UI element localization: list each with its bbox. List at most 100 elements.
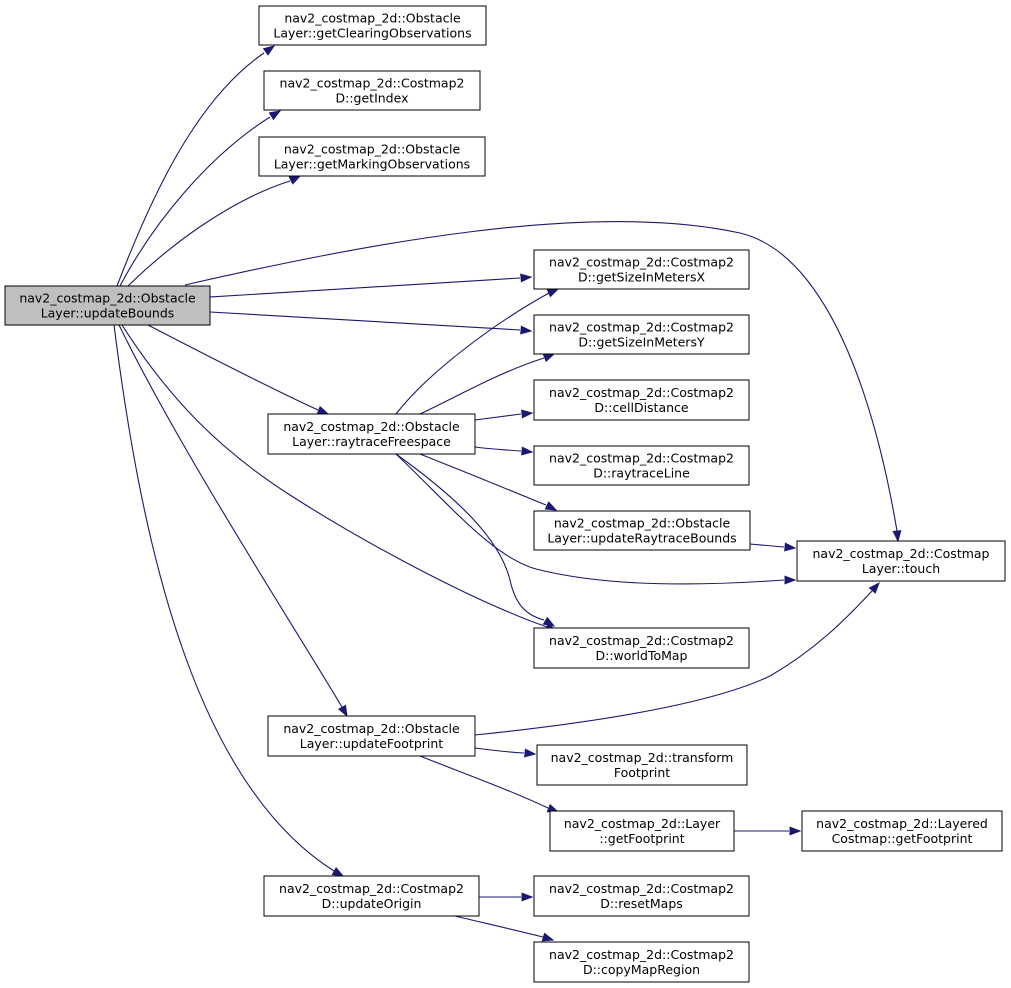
arrowhead-touch bbox=[784, 542, 797, 552]
arrowhead-updateOrigin bbox=[331, 866, 345, 877]
edge-updateRaytraceBounds-to-touch bbox=[749, 543, 785, 548]
arrowhead-getSizeInMetersY bbox=[542, 353, 556, 363]
arrowhead-copyMapRegion bbox=[541, 932, 555, 942]
node-box bbox=[258, 5, 487, 46]
node-label-line2: Layer::updateFootprint bbox=[300, 736, 444, 751]
node-label-line1: nav2_costmap_2d::Costmap2 bbox=[549, 255, 734, 270]
arrowhead-touch bbox=[784, 575, 797, 585]
node-label-line1: nav2_costmap_2d::Costmap2 bbox=[549, 881, 734, 896]
arrowhead-getClearingObservations bbox=[262, 45, 276, 56]
edge-raytraceFreespace-to-raytraceLine bbox=[474, 446, 522, 452]
node-label-line1: nav2_costmap_2d::Obstacle bbox=[19, 291, 196, 306]
edge-updateBounds-to-getSizeInMetersY bbox=[209, 311, 521, 331]
edge-raytraceFreespace-to-touch bbox=[395, 453, 785, 585]
arrowhead-getSizeInMetersX bbox=[520, 273, 533, 283]
node-label-line2: Layer::raytraceFreespace bbox=[292, 434, 451, 449]
node-layerGetFootprint[interactable]: nav2_costmap_2d::Layer::getFootprint bbox=[549, 810, 735, 852]
edge-updateBounds-to-getClearingObservations bbox=[116, 52, 265, 287]
edge-updateFootprint-to-layerGetFootprint bbox=[419, 755, 549, 809]
node-label-line2: D::getIndex bbox=[336, 91, 409, 106]
node-label-line2: D::getSizeInMetersY bbox=[578, 335, 705, 350]
node-label-line1: nav2_costmap_2d::Costmap2 bbox=[549, 451, 734, 466]
node-getSizeInMetersY[interactable]: nav2_costmap_2d::Costmap2D::getSizeInMet… bbox=[533, 314, 750, 355]
arrowhead-updateRaytraceBounds bbox=[544, 501, 558, 511]
node-updateFootprint[interactable]: nav2_costmap_2d::ObstacleLayer::updateFo… bbox=[267, 715, 476, 757]
arrowhead-transformFootprint bbox=[524, 748, 537, 758]
arrowhead-resetMaps bbox=[521, 892, 534, 902]
node-box bbox=[258, 136, 486, 177]
node-label-line1: nav2_costmap_2d::Costmap bbox=[812, 546, 989, 561]
node-label-line1: nav2_costmap_2d::Obstacle bbox=[283, 721, 460, 736]
edge-raytraceFreespace-to-cellDistance bbox=[474, 413, 522, 421]
edge-updateBounds-to-worldToMap bbox=[121, 324, 548, 628]
node-updateBounds[interactable]: nav2_costmap_2d::ObstacleLayer::updateBo… bbox=[4, 285, 211, 326]
node-label-line2: D::getSizeInMetersX bbox=[578, 270, 706, 285]
node-box bbox=[536, 744, 748, 786]
node-box bbox=[801, 810, 1003, 852]
node-label-line1: nav2_costmap_2d::Costmap2 bbox=[549, 633, 734, 648]
node-box bbox=[549, 810, 735, 852]
arrowhead-getIndex bbox=[268, 110, 282, 121]
edge-updateBounds-to-updateFootprint bbox=[118, 324, 343, 708]
arrowhead-worldToMap bbox=[542, 616, 556, 627]
node-updateRaytraceBounds[interactable]: nav2_costmap_2d::ObstacleLayer::updateRa… bbox=[533, 510, 751, 551]
node-label-line2: D::resetMaps bbox=[600, 896, 683, 911]
node-label-line1: nav2_costmap_2d::Costmap2 bbox=[549, 947, 734, 962]
node-getClearingObservations[interactable]: nav2_costmap_2d::ObstacleLayer::getClear… bbox=[258, 5, 487, 46]
node-label-line2: D::raytraceLine bbox=[593, 466, 690, 481]
arrowhead-touch bbox=[868, 581, 880, 594]
node-label-line1: nav2_costmap_2d::Costmap2 bbox=[549, 385, 734, 400]
node-label-line2: D::worldToMap bbox=[595, 648, 687, 663]
node-label-line1: nav2_costmap_2d::Layer bbox=[564, 816, 721, 831]
edge-updateBounds-to-getSizeInMetersX bbox=[209, 277, 521, 298]
node-box bbox=[533, 314, 750, 355]
node-label-line2: Layer::updateBounds bbox=[41, 306, 175, 321]
node-box bbox=[263, 875, 480, 917]
node-label-line1: nav2_costmap_2d::Obstacle bbox=[554, 516, 731, 531]
node-box bbox=[267, 413, 476, 455]
node-label-line2: Layer::getMarkingObservations bbox=[274, 157, 470, 172]
node-box bbox=[4, 285, 211, 326]
edge-updateBounds-to-updateOrigin bbox=[113, 324, 335, 872]
node-raytraceFreespace[interactable]: nav2_costmap_2d::ObstacleLayer::raytrace… bbox=[267, 413, 476, 455]
node-label-line2: Costmap::getFootprint bbox=[832, 831, 973, 846]
node-getSizeInMetersX[interactable]: nav2_costmap_2d::Costmap2D::getSizeInMet… bbox=[533, 249, 750, 290]
arrowhead-layeredGetFootprint bbox=[789, 826, 802, 836]
node-getMarkingObservations[interactable]: nav2_costmap_2d::ObstacleLayer::getMarki… bbox=[258, 136, 486, 177]
node-label-line2: D::copyMapRegion bbox=[583, 962, 700, 977]
node-label-line1: nav2_costmap_2d::Obstacle bbox=[284, 142, 461, 157]
node-box bbox=[533, 379, 750, 421]
node-label-line1: nav2_costmap_2d::Obstacle bbox=[284, 11, 461, 26]
nodes-layer: nav2_costmap_2d::ObstacleLayer::updateBo… bbox=[4, 5, 1006, 983]
edges-layer bbox=[113, 45, 902, 942]
node-box bbox=[796, 540, 1006, 582]
node-label-line2: D::cellDistance bbox=[594, 400, 689, 415]
node-label-line1: nav2_costmap_2d::transform bbox=[551, 750, 734, 765]
arrowhead-touch bbox=[892, 530, 902, 543]
node-copyMapRegion[interactable]: nav2_costmap_2d::Costmap2D::copyMapRegio… bbox=[533, 941, 750, 983]
edge-updateBounds-to-touch bbox=[184, 221, 898, 532]
node-label-line2: Layer::updateRaytraceBounds bbox=[547, 531, 736, 546]
arrowhead-getMarkingObservations bbox=[288, 175, 302, 185]
node-box bbox=[533, 249, 750, 290]
arrowhead-cellDistance bbox=[521, 409, 534, 419]
node-layeredGetFootprint[interactable]: nav2_costmap_2d::LayeredCostmap::getFoot… bbox=[801, 810, 1003, 852]
node-label-line2: Layer::touch bbox=[862, 561, 940, 576]
node-box bbox=[533, 627, 750, 669]
edge-updateBounds-to-raytraceFreespace bbox=[147, 324, 319, 411]
node-label-line1: nav2_costmap_2d::Obstacle bbox=[283, 419, 460, 434]
arrowhead-raytraceLine bbox=[521, 446, 534, 456]
node-label-line2: Footprint bbox=[614, 765, 670, 780]
arrowhead-getSizeInMetersX bbox=[546, 288, 560, 298]
node-box bbox=[533, 510, 751, 551]
node-label-line1: nav2_costmap_2d::Costmap2 bbox=[279, 881, 464, 896]
